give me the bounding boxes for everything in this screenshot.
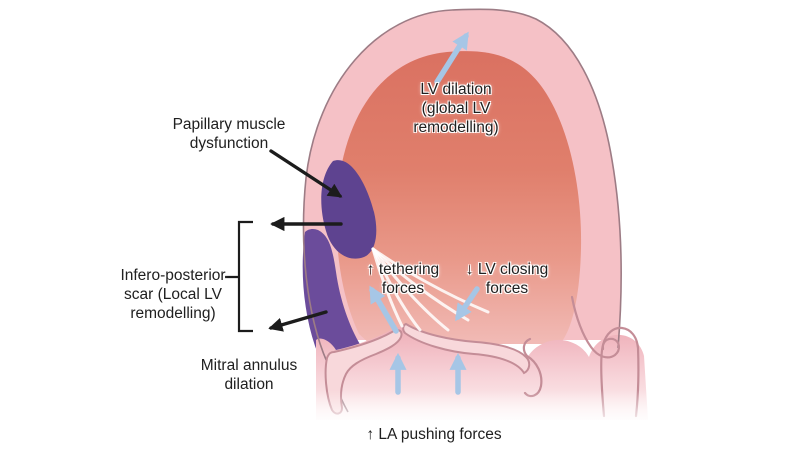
lv-dilation-arrow-icon: [434, 31, 469, 85]
papillary-pointer-arrow-icon: [269, 149, 343, 198]
valve-curl-mid: [570, 295, 620, 359]
label-tethering-forces: ↑ tethering forces: [366, 261, 440, 297]
label-lv-dilation: LV dilation (global LV remodelling): [413, 81, 499, 136]
scar-pointer-arrow-bottom-icon: [268, 310, 328, 332]
label-papillary-muscle-dysfunction: Papillary muscle dysfunction: [172, 116, 286, 152]
aortic-arch-curl: [600, 326, 640, 418]
label-mitral-annulus-dilation: Mitral annulus dilation: [200, 357, 298, 393]
scar-label-bracket: [225, 220, 253, 333]
label-infero-posterior-scar: Infero-posterior scar (Local LV remodell…: [120, 267, 226, 322]
mitral-leaflet-posterior: [402, 322, 531, 375]
wall-outline-right: [451, 8, 622, 349]
lv-closing-forces-arrow-icon: [455, 286, 480, 322]
label-la-pushing-forces: ↑ LA pushing forces: [366, 426, 502, 443]
bottom-fade: [296, 390, 668, 430]
chordae-line: [371, 247, 490, 314]
tethering-forces-arrow-icon: [369, 285, 399, 334]
label-lv-closing-forces: ↓ LV closing forces: [465, 261, 549, 297]
chordae-line: [371, 247, 422, 332]
chordae-line: [371, 247, 450, 332]
